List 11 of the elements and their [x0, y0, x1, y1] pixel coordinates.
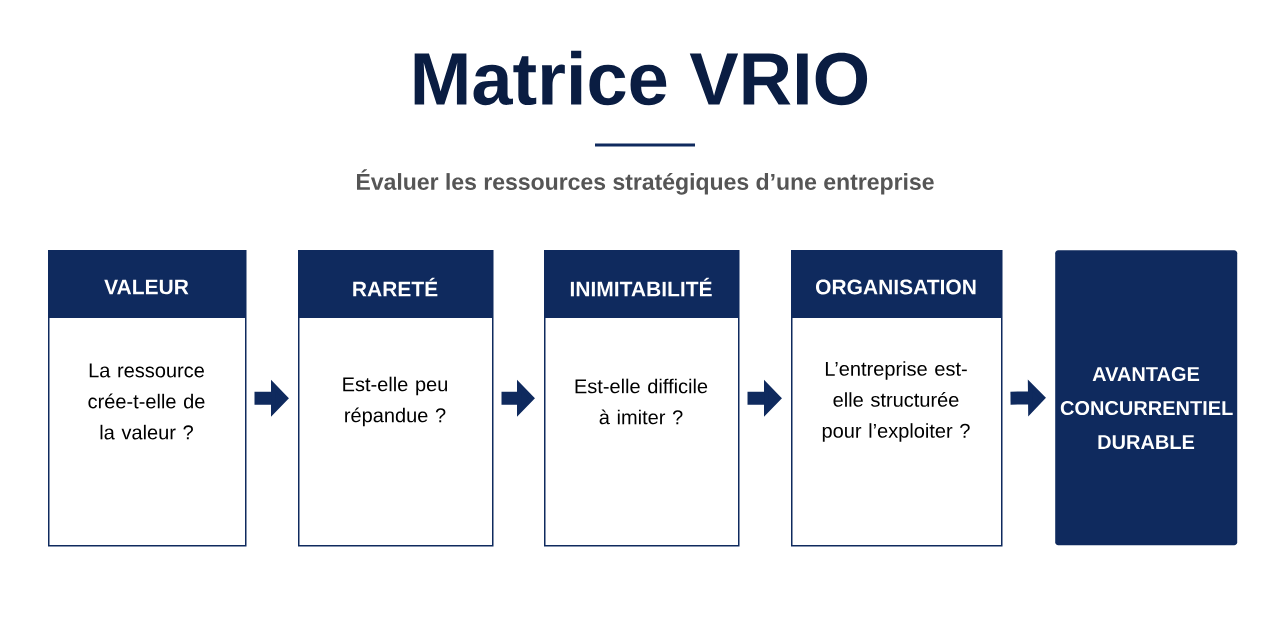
- subtitle: Évaluer les ressources stratégiques d’une entreprise: [357, 169, 934, 195]
- question-text: La ressource crée-t-elle de la valeur ?: [88, 363, 205, 440]
- card-header: VALEUR: [48, 250, 245, 318]
- question-text: Est-elle difficile à imiter ?: [575, 378, 708, 425]
- result-box: AVANTAGE CONCURRENTIEL DURABLE: [1055, 250, 1238, 546]
- card-header: INIMITABILITÉ: [544, 250, 738, 318]
- question-text: L’entreprise est-elle structurée pour l’exploiter ?: [822, 361, 970, 442]
- card-header: ORGANISATION: [791, 250, 1001, 318]
- card-header: RARETÉ: [298, 250, 492, 318]
- title: Matrice VRIO: [414, 50, 868, 106]
- question-text: Est-elle peu répandue ?: [343, 376, 447, 427]
